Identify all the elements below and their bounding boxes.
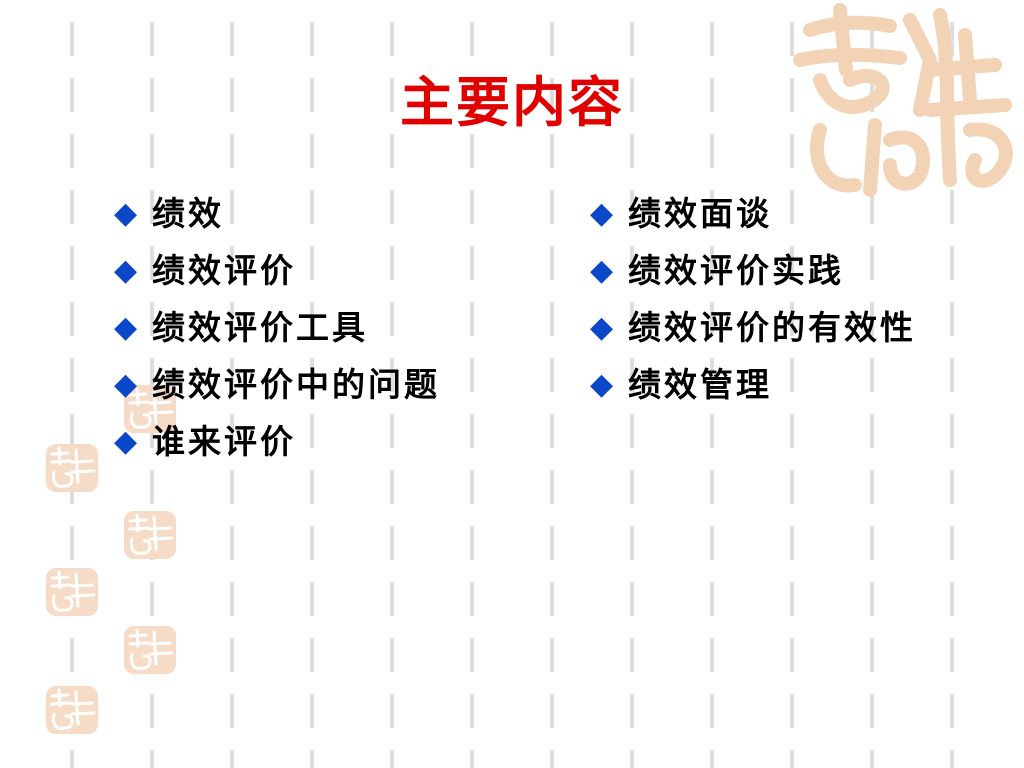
diamond-bullet-icon: ◆ [114,252,141,288]
list-item-label: 绩效评价的有效性 [628,307,916,347]
list-item: ◆ 绩效评价的有效性 [590,299,916,356]
left-bullet-list: ◆ 绩效 ◆ 绩效评价 ◆ 绩效评价工具 ◆ 绩效评价中的问题 ◆ 谁来评价 [114,185,440,470]
auspicious-seal-icon [124,511,176,559]
list-item-label: 绩效管理 [628,364,772,404]
diamond-bullet-icon: ◆ [114,309,141,345]
list-item: ◆ 绩效评价实践 [590,242,916,299]
auspicious-seal-icon [46,686,98,734]
diamond-bullet-icon: ◆ [590,366,617,402]
list-item: ◆ 绩效评价工具 [114,299,440,356]
diamond-bullet-icon: ◆ [590,195,617,231]
diamond-bullet-icon: ◆ [114,195,141,231]
list-item: ◆ 绩效面谈 [590,185,916,242]
right-bullet-list: ◆ 绩效面谈 ◆ 绩效评价实践 ◆ 绩效评价的有效性 ◆ 绩效管理 [590,185,916,413]
auspicious-seal-icon [793,3,1013,197]
list-item-label: 绩效面谈 [628,193,772,233]
diamond-bullet-icon: ◆ [114,366,141,402]
list-item-label: 绩效评价工具 [152,307,368,347]
list-item: ◆ 绩效评价 [114,242,440,299]
list-item: ◆ 绩效评价中的问题 [114,356,440,413]
auspicious-seal-icon [124,385,176,433]
list-item: ◆ 绩效 [114,185,440,242]
auspicious-seal-icon [46,444,98,492]
list-item-label: 绩效 [152,193,224,233]
slide-title: 主要内容 [400,70,624,134]
list-item: ◆ 绩效管理 [590,356,916,413]
list-item-label: 绩效评价中的问题 [152,364,440,404]
list-item-label: 绩效评价实践 [628,250,844,290]
list-item: ◆ 谁来评价 [114,413,440,470]
list-item-label: 绩效评价 [152,250,296,290]
auspicious-seal-icon [46,568,98,616]
auspicious-seal-icon [124,626,176,674]
list-item-label: 谁来评价 [152,421,296,461]
diamond-bullet-icon: ◆ [114,423,141,459]
diamond-bullet-icon: ◆ [590,252,617,288]
diamond-bullet-icon: ◆ [590,309,617,345]
